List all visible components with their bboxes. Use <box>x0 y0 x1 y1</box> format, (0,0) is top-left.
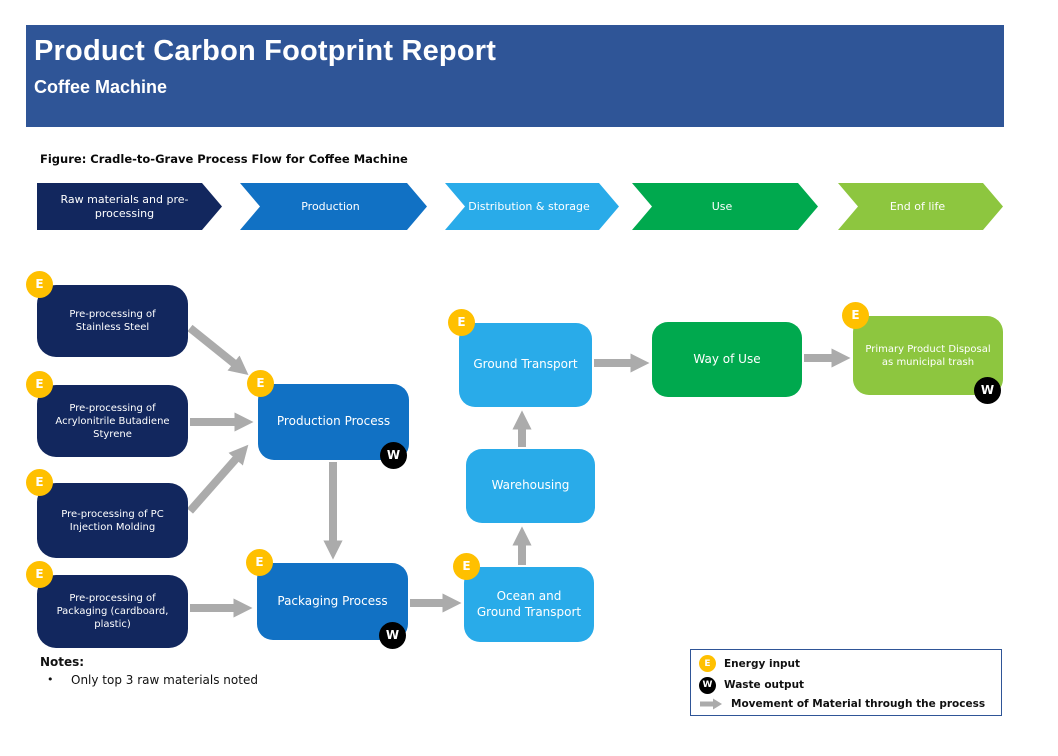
stage-chevron-use: Use <box>632 183 818 230</box>
energy-input-badge-icon: E <box>699 655 716 672</box>
notes-heading: Notes: <box>40 655 258 669</box>
energy-input-badge-icon: E <box>246 549 273 576</box>
figure-caption: Figure: Cradle-to-Grave Process Flow for… <box>40 152 408 166</box>
stage-chevron-production: Production <box>240 183 427 230</box>
process-box-label: Production Process <box>277 414 390 430</box>
legend-row-energy: E Energy input <box>699 655 993 672</box>
process-box-label: Ground Transport <box>473 357 577 373</box>
waste-output-badge-icon: W <box>380 442 407 469</box>
legend-label: Energy input <box>724 658 800 670</box>
process-box-label: Ocean and Ground Transport <box>474 589 584 620</box>
process-box-label: Warehousing <box>492 478 570 494</box>
energy-input-badge-icon: E <box>26 271 53 298</box>
process-box-disposal: E Primary Product Disposal as municipal … <box>853 316 1003 395</box>
process-box-stainless-steel: E Pre-processing of Stainless Steel <box>37 285 188 357</box>
waste-output-badge-icon: W <box>974 377 1001 404</box>
process-box-production-process: E Production Process W <box>258 384 409 460</box>
process-box-label: Way of Use <box>693 352 760 368</box>
energy-input-badge-icon: E <box>26 469 53 496</box>
bullet-icon: • <box>47 673 59 687</box>
energy-input-badge-icon: E <box>26 561 53 588</box>
process-box-packaging-process: E Packaging Process W <box>257 563 408 640</box>
energy-input-badge-icon: E <box>453 553 480 580</box>
page-title: Product Carbon Footprint Report <box>34 35 1004 68</box>
energy-input-badge-icon: E <box>448 309 475 336</box>
legend-label: Waste output <box>724 679 804 691</box>
process-box-way-of-use: Way of Use <box>652 322 802 397</box>
stage-chevron-distribution: Distribution & storage <box>445 183 619 230</box>
process-box-abs: E Pre-processing of Acrylonitrile Butadi… <box>37 385 188 457</box>
legend-label: Movement of Material through the process <box>731 698 985 710</box>
page-subtitle: Coffee Machine <box>34 77 1004 98</box>
process-box-warehousing: Warehousing <box>466 449 595 523</box>
notes-item-text: Only top 3 raw materials noted <box>71 673 258 687</box>
report-header: Product Carbon Footprint Report Coffee M… <box>26 25 1004 127</box>
material-flow-arrow-icon <box>699 698 723 710</box>
energy-input-badge-icon: E <box>842 302 869 329</box>
waste-output-badge-icon: W <box>699 677 716 694</box>
process-box-label: Pre-processing of Acrylonitrile Butadien… <box>47 402 178 441</box>
process-box-label: Pre-processing of Packaging (cardboard, … <box>47 592 178 631</box>
waste-output-badge-icon: W <box>379 622 406 649</box>
notes-item: • Only top 3 raw materials noted <box>40 673 258 687</box>
legend-row-movement: Movement of Material through the process <box>699 698 993 710</box>
process-box-label: Primary Product Disposal as municipal tr… <box>863 343 993 369</box>
legend-box: E Energy input W Waste output Movement o… <box>690 649 1002 716</box>
stage-chevron-end-of-life: End of life <box>838 183 1003 230</box>
process-box-ground-transport: E Ground Transport <box>459 323 592 407</box>
stage-chevron-raw-materials: Raw materials and pre-processing <box>37 183 222 230</box>
notes-section: Notes: • Only top 3 raw materials noted <box>40 655 258 687</box>
process-box-label: Pre-processing of Stainless Steel <box>47 308 178 334</box>
energy-input-badge-icon: E <box>247 370 274 397</box>
process-box-label: Pre-processing of PC Injection Molding <box>47 508 178 534</box>
energy-input-badge-icon: E <box>26 371 53 398</box>
process-box-pc-injection-molding: E Pre-processing of PC Injection Molding <box>37 483 188 558</box>
legend-row-waste: W Waste output <box>699 677 993 694</box>
process-box-packaging-materials: E Pre-processing of Packaging (cardboard… <box>37 575 188 648</box>
process-box-label: Packaging Process <box>277 594 387 610</box>
process-box-ocean-ground-transport: E Ocean and Ground Transport <box>464 567 594 642</box>
